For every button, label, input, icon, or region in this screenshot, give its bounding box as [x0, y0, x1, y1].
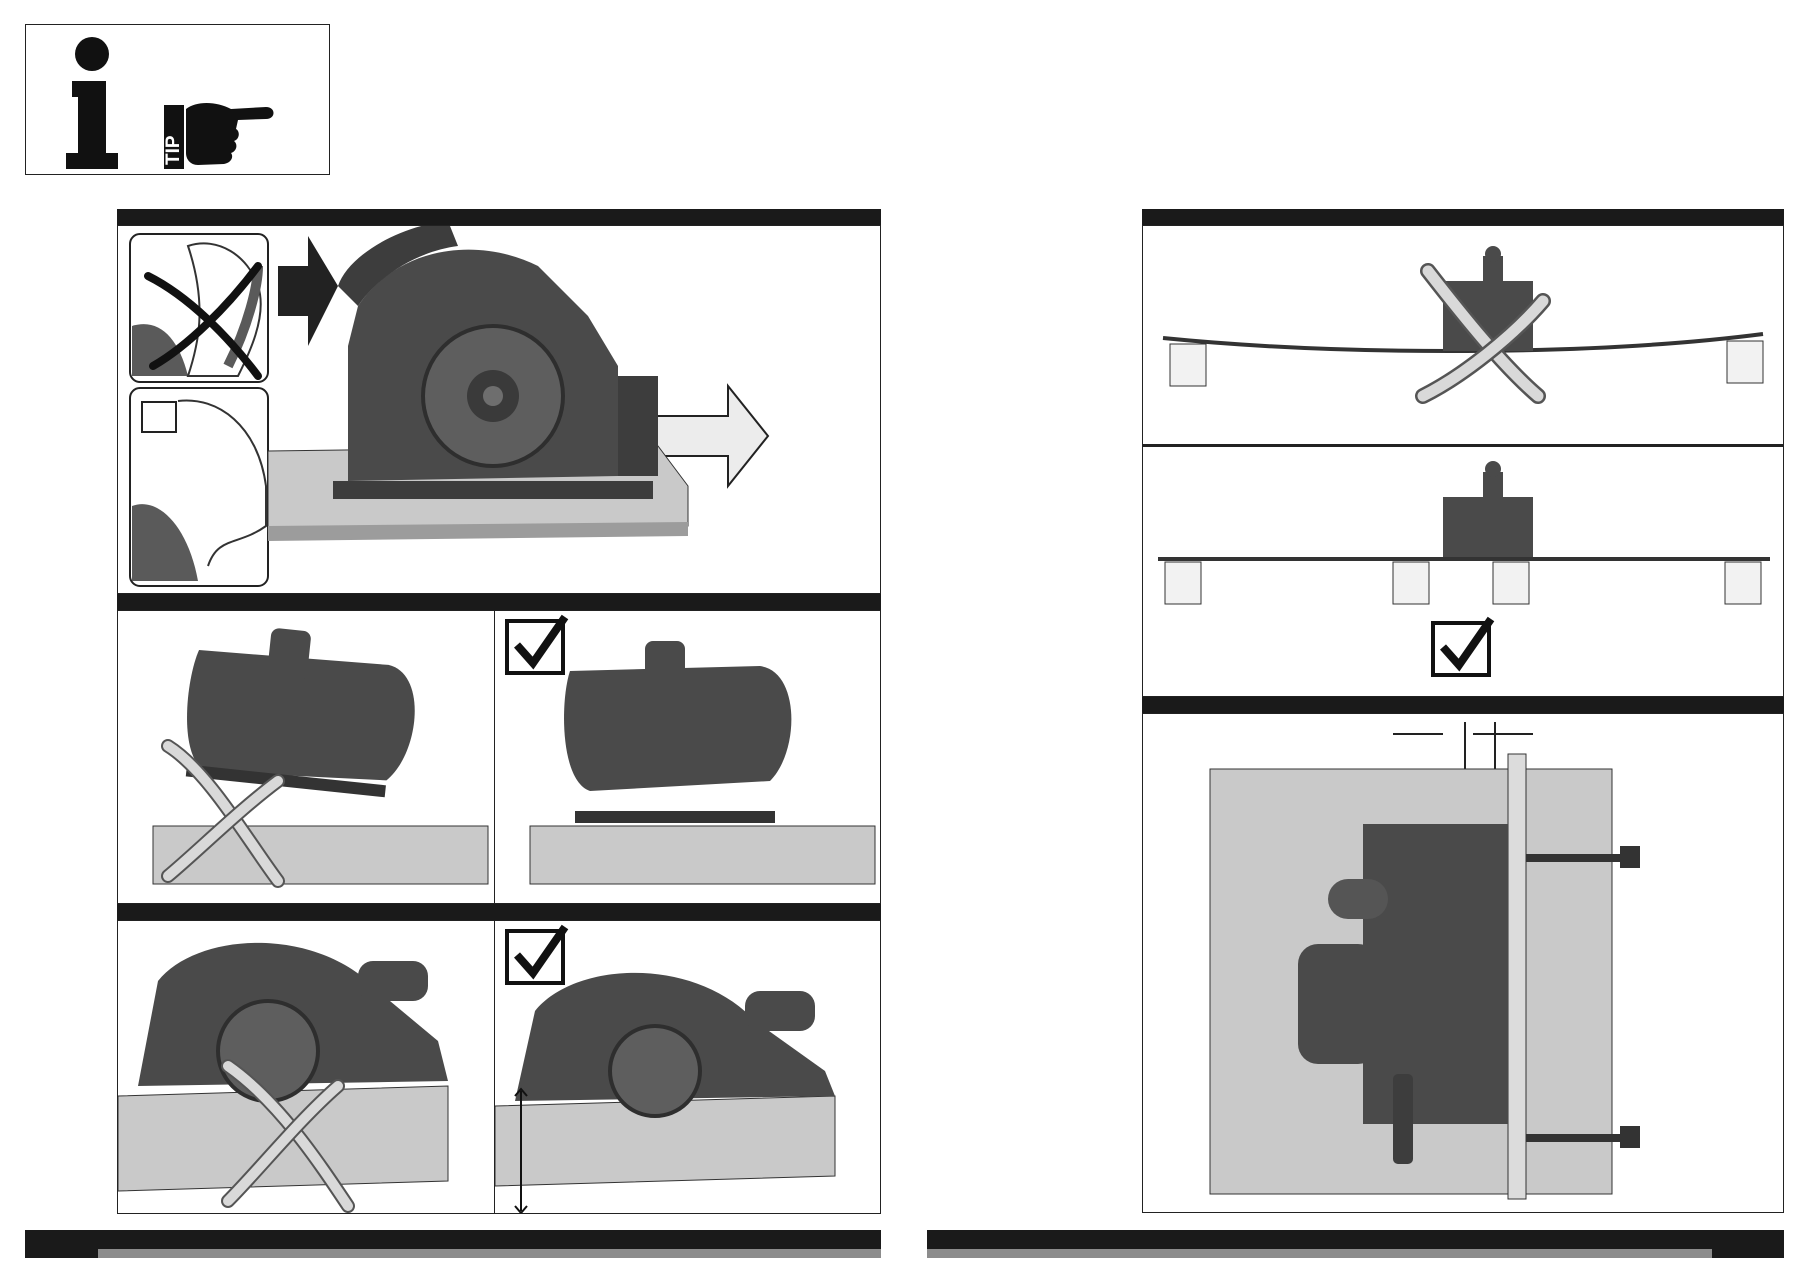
- inset-right: [129, 387, 269, 587]
- inset-wrong: [129, 233, 269, 383]
- figure-header-bar: [117, 594, 881, 610]
- footer-stripe: [98, 1249, 881, 1258]
- checkmark-icon: [505, 614, 569, 675]
- figure-tilt-wrong: [117, 610, 495, 904]
- figure-header-bar: [1142, 209, 1784, 225]
- figure-support-right: [1142, 447, 1784, 697]
- circular-saw: [1443, 461, 1533, 557]
- figure-header-bar: [1142, 697, 1784, 713]
- tip-box: TIP: [25, 24, 330, 175]
- circular-saw: [333, 226, 658, 499]
- figure-header-bar: [117, 904, 881, 920]
- figure-push-saw: [117, 225, 881, 594]
- pointing-hand-icon: [186, 103, 274, 165]
- checkmark-icon: [1431, 616, 1495, 677]
- depth-marker: [514, 1087, 528, 1213]
- clamp-icon: [1526, 846, 1640, 868]
- figure-depth-wrong: [117, 920, 495, 1214]
- checkmark-icon: [505, 924, 569, 985]
- figure-header-bar: [117, 209, 881, 225]
- figure-guide-rail: [1142, 713, 1784, 1213]
- arrow-right-icon: [278, 236, 338, 346]
- x-mark-icon: [1415, 263, 1551, 404]
- circular-saw: [138, 942, 448, 1103]
- dimension-marker: [1393, 722, 1533, 839]
- x-mark-icon: [221, 1059, 355, 1213]
- figure-tilt-right: [494, 610, 881, 904]
- circular-saw: [515, 972, 835, 1118]
- tip-label: TIP: [163, 105, 184, 169]
- checkbox-empty-icon: [141, 401, 177, 433]
- circular-saw: [564, 641, 792, 823]
- guide-rail: [1507, 753, 1527, 1200]
- info-i-icon: [66, 37, 118, 169]
- circular-saw: [1298, 824, 1508, 1164]
- figure-support-wrong: [1142, 225, 1784, 445]
- figure-depth-right: [494, 920, 881, 1214]
- divider: [1142, 445, 1784, 447]
- svg-text:TIP: TIP: [163, 135, 184, 165]
- x-mark-icon: [144, 262, 262, 380]
- footer-stripe: [927, 1249, 1712, 1258]
- circular-saw: [185, 628, 415, 798]
- x-mark-icon: [161, 739, 285, 888]
- clamp-icon: [1526, 1126, 1640, 1148]
